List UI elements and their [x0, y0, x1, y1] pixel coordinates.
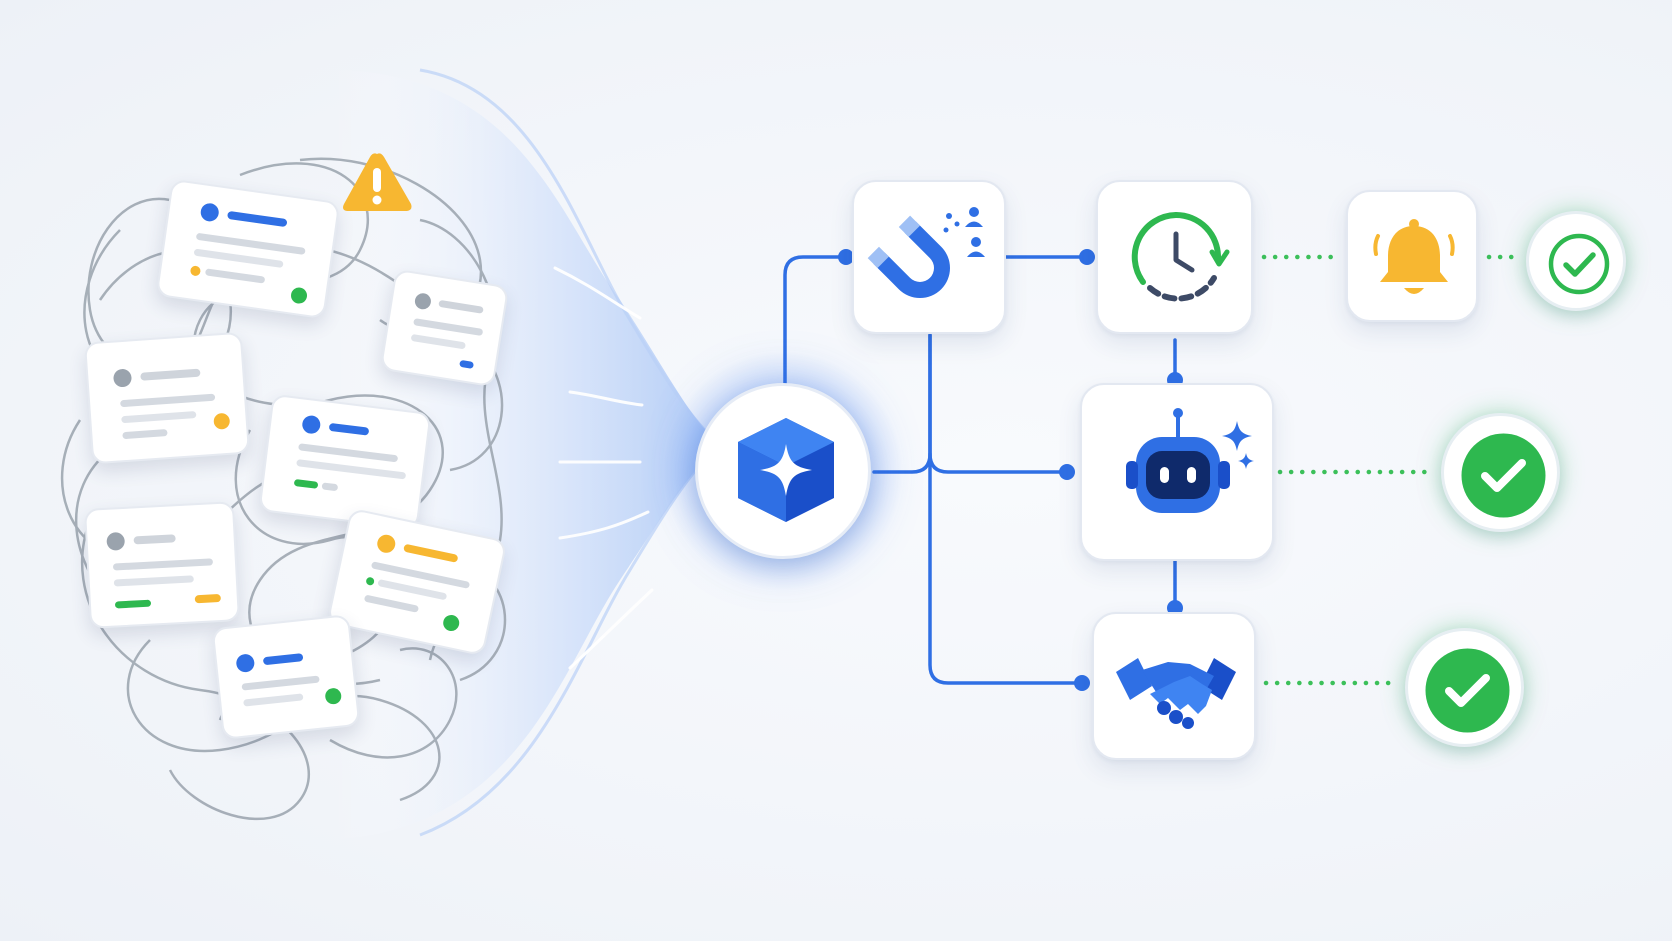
bell-icon [1373, 219, 1455, 294]
warning-triangle-icon [343, 153, 412, 211]
checkmark-icon [1461, 433, 1546, 518]
node-schedule[interactable] [1096, 180, 1253, 334]
sparkle-cube-icon [738, 418, 834, 522]
speed-lines [553, 266, 654, 670]
checkmark-icon [1548, 233, 1610, 295]
clock-refresh-icon [1131, 212, 1230, 302]
person-icon [969, 207, 979, 217]
node-assistant[interactable] [1080, 383, 1274, 561]
node-notify[interactable] [1346, 190, 1478, 322]
card-6 [326, 507, 508, 657]
node-agreement[interactable] [1092, 612, 1256, 760]
outcome-assistant-done[interactable] [1441, 413, 1560, 532]
connectors [783, 255, 1177, 685]
outcome-agreement-done[interactable] [1405, 628, 1524, 747]
card-4 [258, 393, 432, 531]
node-attract[interactable] [852, 180, 1006, 334]
robot-sparkle-icon [1126, 408, 1254, 513]
funnel-glow [330, 70, 720, 840]
outcome-notify-done[interactable] [1526, 211, 1626, 311]
card-1 [155, 178, 341, 320]
checkmark-icon [1425, 648, 1510, 733]
card-7 [211, 614, 361, 740]
magnet-people-icon [867, 207, 985, 298]
hub-node[interactable] [695, 383, 871, 559]
person-icon [971, 237, 981, 247]
handshake-icon [1116, 658, 1236, 729]
result-dotted-lines [1261, 254, 1523, 686]
status-dot [291, 287, 308, 304]
card-avatar-dot [200, 203, 219, 222]
card-5 [83, 501, 241, 629]
card-3 [83, 331, 251, 465]
card-2 [379, 268, 510, 388]
